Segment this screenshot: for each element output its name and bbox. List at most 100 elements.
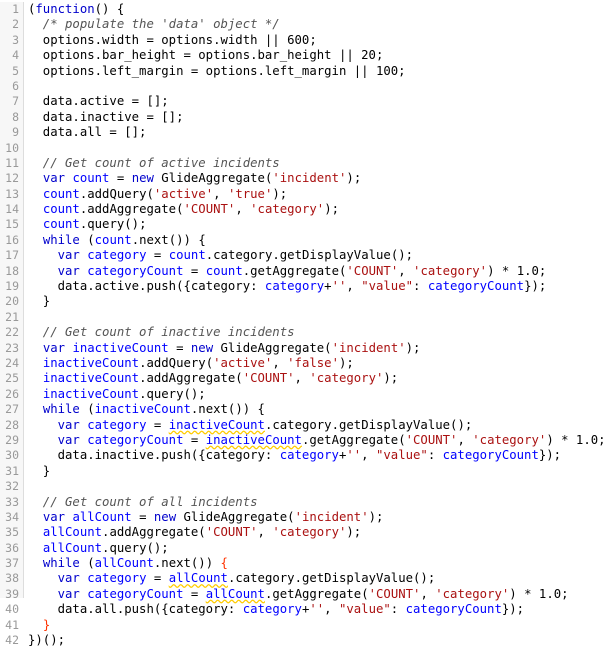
code-line[interactable]: count.query(); <box>28 217 606 232</box>
code-line[interactable]: data.active = []; <box>28 94 606 109</box>
line-number: 35 <box>5 525 19 540</box>
code-line[interactable]: var count = new GlideAggregate('incident… <box>28 171 606 186</box>
code-token: 'false' <box>287 355 339 370</box>
code-line[interactable]: while (inactiveCount.next()) { <box>28 402 606 417</box>
line-number: 23 <box>5 340 19 355</box>
code-line[interactable]: var category = count.category.getDisplay… <box>28 248 606 263</box>
code-token: ) * 1.0; <box>509 586 569 601</box>
code-line[interactable]: var category = allCount.category.getDisp… <box>28 571 606 586</box>
line-number: 40 <box>5 602 19 617</box>
code-line[interactable]: var allCount = new GlideAggregate('incid… <box>28 510 606 525</box>
code-line[interactable] <box>28 79 606 94</box>
code-token: '' <box>331 279 347 294</box>
code-line[interactable]: data.all.push({category: category+'', "v… <box>28 602 606 617</box>
line-number: 10 <box>5 140 19 155</box>
code-line[interactable]: options.width = options.width || 600; <box>28 33 606 48</box>
code-token: count <box>42 186 80 201</box>
code-token <box>28 418 58 432</box>
code-line[interactable] <box>28 141 606 156</box>
code-line[interactable]: var inactiveCount = new GlideAggregate('… <box>28 341 606 356</box>
code-area[interactable]: (function() { /* populate the 'data' obj… <box>24 2 606 647</box>
code-line[interactable]: (function() { <box>28 2 606 17</box>
code-token: ( <box>79 556 95 571</box>
code-token: "value" <box>361 279 414 294</box>
code-line[interactable]: data.all = []; <box>28 125 606 140</box>
code-token: new <box>153 509 177 524</box>
code-line[interactable]: var categoryCount = inactiveCount.getAgg… <box>28 433 606 448</box>
code-line[interactable]: var categoryCount = allCount.getAggregat… <box>28 587 606 602</box>
code-line[interactable]: inactiveCount.addQuery('active', 'false'… <box>28 356 606 371</box>
code-token: 'COUNT' <box>405 432 458 447</box>
code-token: data.inactive.push({category: <box>28 448 280 463</box>
code-token: // Get count of active incidents <box>28 155 280 170</box>
code-line[interactable]: inactiveCount.addAggregate('COUNT', 'cat… <box>28 371 606 386</box>
code-token: options.bar_height = options.bar_height … <box>28 48 384 63</box>
code-line[interactable]: } <box>28 618 606 633</box>
code-token: 'category' <box>250 202 325 217</box>
code-line[interactable]: allCount.addAggregate('COUNT', 'category… <box>28 525 606 540</box>
line-number: 29 <box>5 432 19 447</box>
code-token: { <box>220 556 228 571</box>
code-token: categoryCount <box>442 448 539 463</box>
code-line[interactable]: inactiveCount.query(); <box>28 387 606 402</box>
code-line[interactable] <box>28 479 606 494</box>
code-line[interactable]: // Get count of active incidents <box>28 156 606 171</box>
code-line[interactable]: count.addAggregate('COUNT', 'category'); <box>28 202 606 217</box>
code-token: ) * 1.0; <box>546 432 606 447</box>
code-token: 'incident' <box>331 340 406 355</box>
code-token: new <box>131 171 154 186</box>
line-number: 30 <box>5 448 19 463</box>
code-token: 'category' <box>272 525 347 540</box>
code-token: var <box>57 571 80 586</box>
line-number: 22 <box>5 325 19 340</box>
code-line[interactable]: data.active.push({category: category+'',… <box>28 279 606 294</box>
code-line[interactable]: while (allCount.next()) { <box>28 556 606 571</box>
code-token: "value" <box>375 448 428 463</box>
code-token: = <box>183 432 206 447</box>
code-line[interactable]: // Get count of inactive incidents <box>28 325 606 340</box>
line-number: 11 <box>5 155 19 170</box>
code-line[interactable]: var categoryCount = count.getAggregate('… <box>28 264 606 279</box>
code-token <box>28 187 43 201</box>
code-token: options.width = options.width || 600; <box>28 32 317 47</box>
code-token: /* populate the 'data' object */ <box>28 17 280 32</box>
code-line[interactable]: })(); <box>28 633 606 648</box>
code-line[interactable]: options.bar_height = options.bar_height … <box>28 48 606 63</box>
code-line[interactable]: /* populate the 'data' object */ <box>28 17 606 32</box>
code-token: , <box>457 432 473 447</box>
code-line[interactable]: // Get count of all incidents <box>28 495 606 510</box>
code-token: = <box>146 248 169 263</box>
code-line[interactable]: count.addQuery('active', 'true'); <box>28 187 606 202</box>
code-line[interactable]: options.left_margin = options.left_margi… <box>28 64 606 79</box>
code-token: while <box>42 402 80 417</box>
line-number: 15 <box>5 217 19 232</box>
line-number: 38 <box>5 571 19 586</box>
line-number: 3 <box>12 32 19 47</box>
code-line[interactable]: data.inactive.push({category: category+'… <box>28 448 606 463</box>
code-token: , <box>398 263 414 278</box>
code-line[interactable]: } <box>28 294 606 309</box>
code-line[interactable]: var category = inactiveCount.category.ge… <box>28 418 606 433</box>
code-token: , <box>324 602 339 617</box>
code-token: 'category' <box>413 263 488 278</box>
code-token: category <box>242 602 302 617</box>
code-line[interactable]: } <box>28 464 606 479</box>
code-line[interactable] <box>28 310 606 325</box>
code-token: = <box>146 417 169 432</box>
line-number: 2 <box>12 17 19 32</box>
code-token <box>28 202 43 216</box>
code-token: options.left_margin = options.left_margi… <box>28 63 406 78</box>
line-number: 39 <box>5 586 19 601</box>
code-line[interactable]: data.inactive = []; <box>28 110 606 125</box>
code-token: .query(); <box>102 540 169 555</box>
line-number: 18 <box>5 263 19 278</box>
code-line[interactable]: allCount.query(); <box>28 541 606 556</box>
code-token: 'category' <box>309 371 384 386</box>
code-token: 'category' <box>472 432 547 447</box>
code-token <box>28 525 43 539</box>
code-token: , <box>294 371 310 386</box>
code-line[interactable]: while (count.next()) { <box>28 233 606 248</box>
line-number: 41 <box>5 617 19 632</box>
line-number: 26 <box>5 386 19 401</box>
